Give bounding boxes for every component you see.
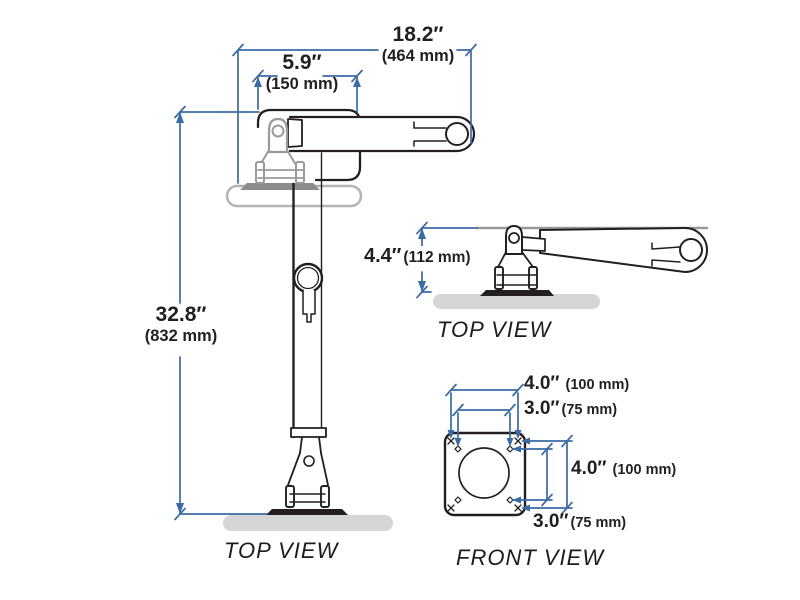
- dim-vesa-top100-lines: [450, 389, 519, 437]
- clamp-base-plate: [266, 509, 348, 515]
- desk-pad: [433, 294, 600, 309]
- arm-fork-detail: [651, 242, 681, 267]
- dim-vesa-side100-label: 4.0″ (100 mm): [571, 458, 677, 480]
- dim-lowered-height-inches: 4.4″: [364, 245, 402, 267]
- dim-arrow: [418, 228, 426, 239]
- clamp-rails: [257, 169, 305, 179]
- dim-vesa-top75-ticks: [452, 403, 516, 417]
- dim-vesa-top100-ticks: [445, 383, 524, 397]
- dim-arrow: [447, 430, 455, 439]
- arm-fork-detail: [413, 121, 447, 147]
- hinge-tab: [521, 236, 546, 252]
- arm-joint-circle: [445, 122, 469, 146]
- dim-arrow: [521, 504, 530, 512]
- cable-clip-ring: [292, 262, 324, 294]
- arm-joint-circle: [679, 238, 703, 262]
- dim-overall-reach-label: 18.2″ (464 mm): [372, 23, 464, 66]
- pole-collar: [290, 427, 327, 438]
- base-foot-left: [285, 485, 295, 508]
- monitor-plate-outline: [256, 108, 362, 182]
- dim-arm-width-lines: [257, 75, 358, 113]
- mount-foot-bar: [240, 183, 320, 190]
- side-top-view-drawing: [433, 225, 709, 309]
- clamp-base-plate: [480, 290, 554, 296]
- dim-arm-width-ticks: [252, 69, 363, 83]
- dim-vesa-top75-label: 3.0″(75 mm): [524, 398, 618, 420]
- hinge-tab: [287, 118, 303, 148]
- dim-vesa-side100-mm: (100 mm): [612, 462, 677, 478]
- dim-arrow: [176, 503, 184, 514]
- main-top-view-label: TOP VIEW: [224, 538, 339, 563]
- dim-vesa-bottom75-inches: 3.0″: [533, 511, 569, 532]
- dim-arm-width-label: 5.9″ (150 mm): [256, 51, 348, 94]
- dim-arrow: [514, 430, 522, 439]
- dim-overall-height-label: 32.8″ (832 mm): [135, 303, 227, 346]
- base-rails: [289, 493, 326, 503]
- side-top-view-label: TOP VIEW: [437, 317, 552, 342]
- dim-arrow: [512, 496, 521, 504]
- vesa-100-hole-marks: [447, 437, 522, 512]
- dim-arrow: [512, 445, 521, 453]
- front-view-drawing: [443, 431, 527, 517]
- dimension-lines: [174, 43, 573, 521]
- dim-vesa-side100-ticks: [561, 434, 573, 515]
- front-view-label: FRONT VIEW: [456, 545, 605, 570]
- dim-vesa-top75-inches: 3.0″: [524, 398, 560, 419]
- dim-arrow: [506, 438, 514, 447]
- dim-overall-height-mm: (832 mm): [144, 326, 218, 345]
- clamp-rails: [496, 274, 538, 286]
- dim-arrow: [176, 112, 184, 123]
- clamp-bracket-hole: [271, 124, 285, 138]
- vesa-center-hole: [458, 447, 510, 499]
- dim-arm-width-mm: (150 mm): [265, 74, 339, 93]
- dim-arrow: [521, 437, 530, 445]
- dim-overall-reach-inches: 18.2″: [392, 23, 444, 46]
- dim-vesa-top100-inches: 4.0″: [524, 373, 560, 394]
- base-hole: [303, 455, 315, 467]
- dim-vesa-bottom75-ticks: [541, 442, 553, 507]
- dim-arrow: [454, 438, 462, 447]
- clamp-flares: [497, 251, 534, 268]
- dim-arm-width-inches: 5.9″: [282, 51, 322, 74]
- dim-vesa-top100-mm: (100 mm): [565, 377, 630, 393]
- clamp-bracket-hole: [508, 232, 520, 244]
- clamp-foot-right: [528, 266, 538, 290]
- dim-overall-height-lines: [179, 111, 268, 515]
- dim-lowered-height-label: 4.4″(112 mm): [364, 245, 471, 268]
- dim-overall-reach-mm: (464 mm): [381, 46, 455, 65]
- desk-pad: [223, 515, 393, 531]
- dim-vesa-side100-lines: [522, 440, 573, 509]
- main-top-view-drawing: [223, 108, 476, 531]
- cable-clip-ring-inner: [296, 266, 320, 290]
- clamp-foot-right: [295, 161, 305, 184]
- dim-overall-height-inches: 32.8″: [155, 303, 207, 326]
- cable-clip-slot: [302, 289, 316, 323]
- dim-overall-reach-lines: [237, 49, 472, 184]
- dim-vesa-top100-label: 4.0″ (100 mm): [524, 373, 630, 395]
- dim-arrow: [254, 77, 262, 87]
- clamp-foot-left: [494, 266, 504, 290]
- dim-overall-reach-ticks: [232, 43, 477, 57]
- dim-vesa-bottom75-mm: (75 mm): [570, 515, 627, 531]
- base-neck: [299, 436, 322, 454]
- vesa-75-hole-marks: [454, 445, 514, 504]
- dim-arrow: [418, 281, 426, 292]
- clamp-foot-left: [255, 161, 265, 184]
- dim-lowered-height-mm: (112 mm): [403, 249, 471, 266]
- dim-vesa-bottom75-label: 3.0″(75 mm): [533, 511, 627, 533]
- dim-arrow: [353, 77, 361, 87]
- base-foot-right: [320, 485, 330, 508]
- dim-vesa-top75-mm: (75 mm): [561, 402, 618, 418]
- arm-bar: [288, 115, 476, 153]
- base-body: [287, 452, 329, 486]
- dim-vesa-side100-inches: 4.0″: [571, 458, 607, 479]
